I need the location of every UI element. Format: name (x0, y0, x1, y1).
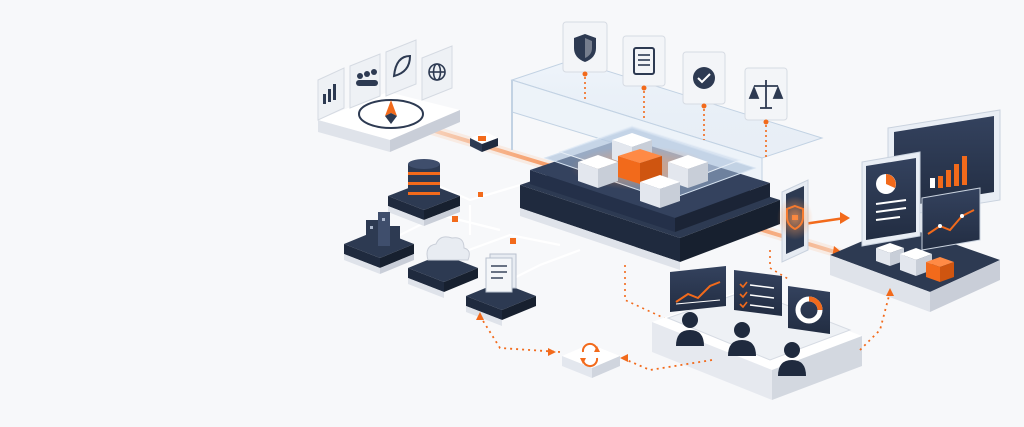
building-source (344, 212, 414, 274)
data-cube-4 (640, 175, 680, 208)
file-stack-source (466, 253, 536, 326)
database-icon (408, 159, 440, 203)
refresh-cycle-icon (580, 342, 600, 368)
strategy-platform (317, 39, 460, 152)
analytics-screen-pie (861, 151, 921, 247)
building-icon (366, 212, 400, 246)
compass-icon (358, 99, 424, 129)
data-cube-2 (578, 155, 618, 188)
operator-2 (728, 322, 756, 356)
approval-card (682, 51, 726, 140)
operator-screen-chart (670, 266, 726, 312)
compliance-card (744, 67, 788, 160)
trend-line-icon (927, 209, 975, 235)
bar-chart-icon (323, 84, 336, 104)
globe-icon (428, 63, 446, 81)
checklist-icon (739, 281, 775, 309)
output-block-orange (926, 257, 954, 282)
analytics-platform (830, 109, 1001, 312)
document-card (622, 35, 666, 120)
checkmark-icon (693, 67, 715, 89)
operator-screen-donut (788, 286, 830, 334)
shield-icon (574, 34, 596, 62)
person-icon (728, 322, 756, 356)
strategy-panel-leaf (385, 39, 417, 97)
person-icon (676, 312, 704, 346)
pie-chart-icon (876, 174, 896, 194)
person-icon (778, 342, 806, 376)
strategy-panel-team (349, 53, 381, 109)
analytics-screen-trend (921, 187, 981, 251)
operations-center (652, 266, 862, 400)
hub-dashed-links (624, 250, 791, 331)
leaf-icon (392, 54, 412, 78)
scales-icon (748, 80, 784, 109)
growth-bars-icon (938, 156, 967, 188)
output-block-2 (900, 248, 932, 276)
donut-chart-icon (795, 296, 823, 324)
security-gate (777, 179, 813, 263)
beam-connector-node (470, 132, 498, 152)
operator-1 (676, 312, 704, 346)
strategy-panel-globe (421, 45, 453, 101)
line-chart-icon (675, 281, 721, 303)
connector-nodes (452, 192, 516, 244)
cloud-source (408, 236, 478, 298)
policy-card (562, 21, 608, 100)
cloud-icon (426, 236, 470, 261)
feedback-loop (476, 288, 894, 378)
team-icon (356, 69, 378, 86)
governance-cards (562, 21, 788, 160)
strategy-panel-barchart (317, 67, 345, 121)
file-stack-icon (485, 253, 517, 293)
operator-3 (778, 342, 806, 376)
document-icon (633, 47, 655, 75)
database-source (388, 159, 460, 226)
central-data-hub (520, 125, 780, 270)
operator-screen-checklist (734, 270, 782, 316)
